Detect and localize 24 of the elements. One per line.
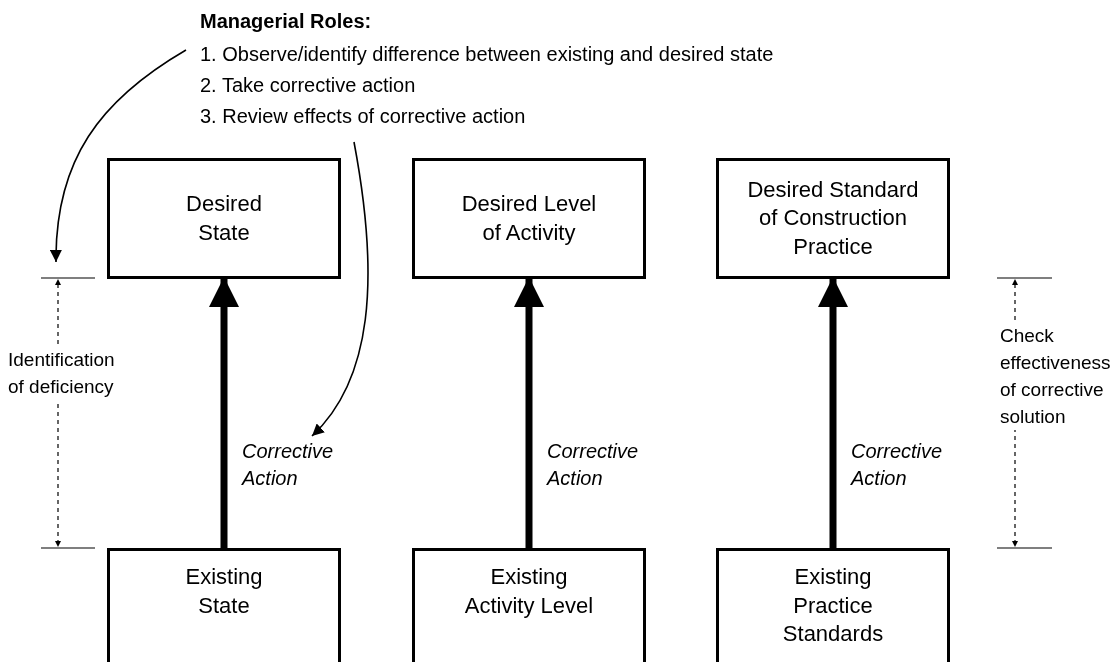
process-box [716, 548, 950, 662]
curved-arrow [311, 141, 369, 437]
process-box [716, 158, 950, 279]
arrow [514, 277, 544, 548]
box-label: Desired State [185, 189, 263, 247]
list-item: 2. Take corrective action [200, 73, 417, 98]
heading: Managerial Roles: [200, 9, 373, 34]
edge-label: Corrective Action [547, 439, 639, 491]
arrow [209, 277, 239, 548]
edge-label: Corrective Action [242, 439, 334, 491]
list-item: 3. Review effects of corrective action [200, 104, 527, 129]
process-box [107, 158, 341, 279]
box-label: Existing State [184, 563, 264, 620]
list-item: 1. Observe/identify difference between existing and desired state [200, 42, 775, 67]
box-label: Existing Activity Level [463, 563, 595, 620]
process-box [412, 548, 646, 662]
process-box [107, 548, 341, 662]
curved-arrow [50, 49, 187, 263]
box-label: Desired Level of Activity [460, 189, 598, 247]
box-label: Desired Standard of Construction Practice [746, 175, 920, 261]
edge-label: Corrective Action [851, 439, 943, 491]
process-box [412, 158, 646, 279]
box-label: Existing Practice Standards [781, 563, 885, 649]
arrow [818, 277, 848, 548]
